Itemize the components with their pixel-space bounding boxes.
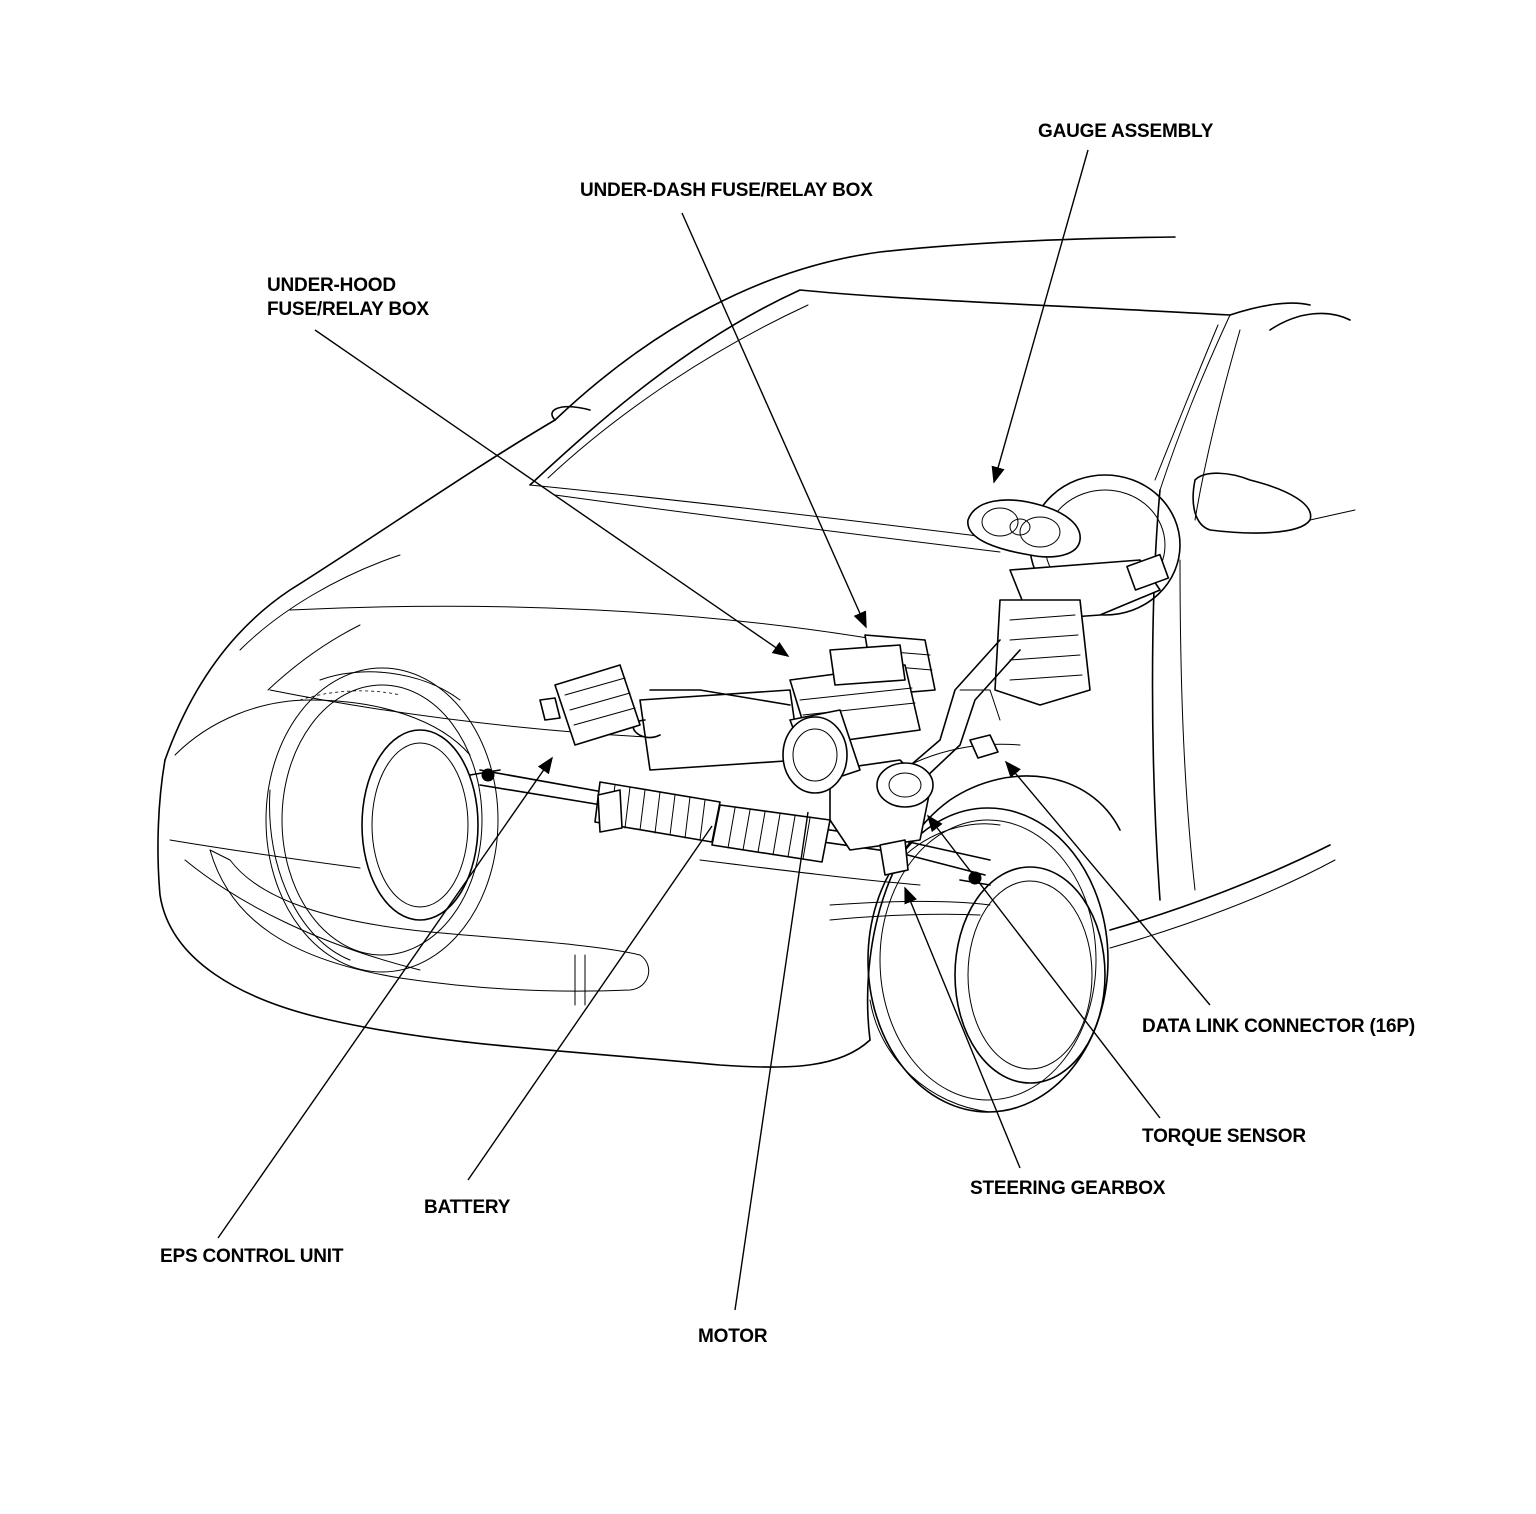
leader-eps-control-unit — [217, 756, 553, 1239]
label-under-dash-fuse-relay-box-text: UNDER-DASH FUSE/RELAY BOX — [580, 180, 873, 201]
label-eps-control-unit: EPS CONTROL UNIT — [160, 1245, 343, 1269]
label-data-link-connector: DATA LINK CONNECTOR (16P) — [1142, 1015, 1415, 1039]
label-motor: MOTOR — [698, 1325, 768, 1349]
eps-control-unit-shape — [539, 664, 641, 746]
label-gauge-assembly: GAUGE ASSEMBLY — [1038, 120, 1213, 144]
leader-data-link-connector — [1004, 760, 1211, 1006]
leader-lines — [217, 149, 1211, 1311]
battery-and-fuse-box-shapes — [632, 644, 921, 771]
label-data-link-connector-text: DATA LINK CONNECTOR (16P) — [1142, 1016, 1415, 1037]
label-under-hood-line2: FUSE/RELAY BOX — [267, 299, 429, 320]
leader-battery — [467, 825, 713, 1181]
label-torque-sensor: TORQUE SENSOR — [1142, 1125, 1306, 1149]
label-under-hood-line1: UNDER-HOOD — [267, 275, 396, 296]
leader-under-dash-fuse-box — [681, 212, 867, 629]
label-eps-control-unit-text: EPS CONTROL UNIT — [160, 1246, 344, 1267]
car-body-outline — [157, 236, 1356, 1068]
label-steering-gearbox-text: STEERING GEARBOX — [970, 1178, 1166, 1199]
leader-torque-sensor — [926, 814, 1161, 1119]
leader-under-hood-fuse-box — [314, 329, 790, 657]
steering-column — [904, 474, 1181, 779]
label-under-dash-fuse-relay-box: UNDER-DASH FUSE/RELAY BOX — [580, 179, 873, 203]
rack-boot-right — [711, 804, 831, 863]
leader-gauge-assembly — [991, 149, 1089, 484]
steering-rack-shape — [469, 709, 991, 886]
gauge-assembly-shape — [967, 499, 1081, 558]
left-front-wheel — [265, 667, 499, 973]
label-under-hood-fuse-relay-box: UNDER-HOOD FUSE/RELAY BOX — [267, 274, 429, 322]
leader-steering-gearbox — [904, 886, 1021, 1169]
label-gauge-assembly-text: GAUGE ASSEMBLY — [1038, 121, 1214, 142]
leader-motor — [734, 811, 809, 1311]
label-steering-gearbox: STEERING GEARBOX — [970, 1177, 1165, 1201]
right-front-wheel — [867, 807, 1109, 1113]
label-motor-text: MOTOR — [698, 1326, 768, 1347]
label-torque-sensor-text: TORQUE SENSOR — [1142, 1126, 1306, 1147]
label-battery-text: BATTERY — [424, 1197, 511, 1218]
label-battery: BATTERY — [424, 1196, 510, 1220]
